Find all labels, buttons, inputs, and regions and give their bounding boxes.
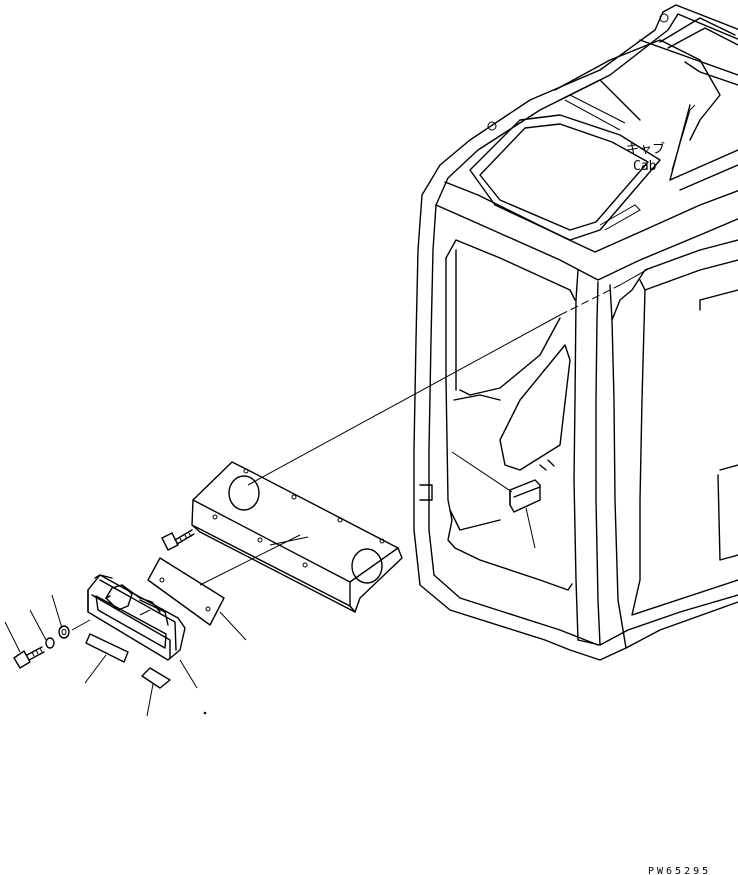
drawing-code: PW65295 [648, 866, 711, 875]
leader-lines [4, 451, 536, 717]
flat-washer [58, 625, 70, 639]
cab-outline [413, 4, 738, 661]
gasket [147, 557, 225, 626]
mounting-bracket [191, 461, 403, 613]
spring-washer [45, 637, 55, 649]
cab-label-jp: キャブ [626, 141, 665, 157]
lamp-assembly [87, 574, 186, 661]
bracket-bolt [161, 529, 195, 551]
caution-plate [85, 633, 129, 663]
assembly-lines [71, 267, 651, 631]
cab-label-en: Cab [633, 159, 657, 174]
lamp-bolt [13, 646, 45, 669]
small-plate [141, 667, 171, 689]
